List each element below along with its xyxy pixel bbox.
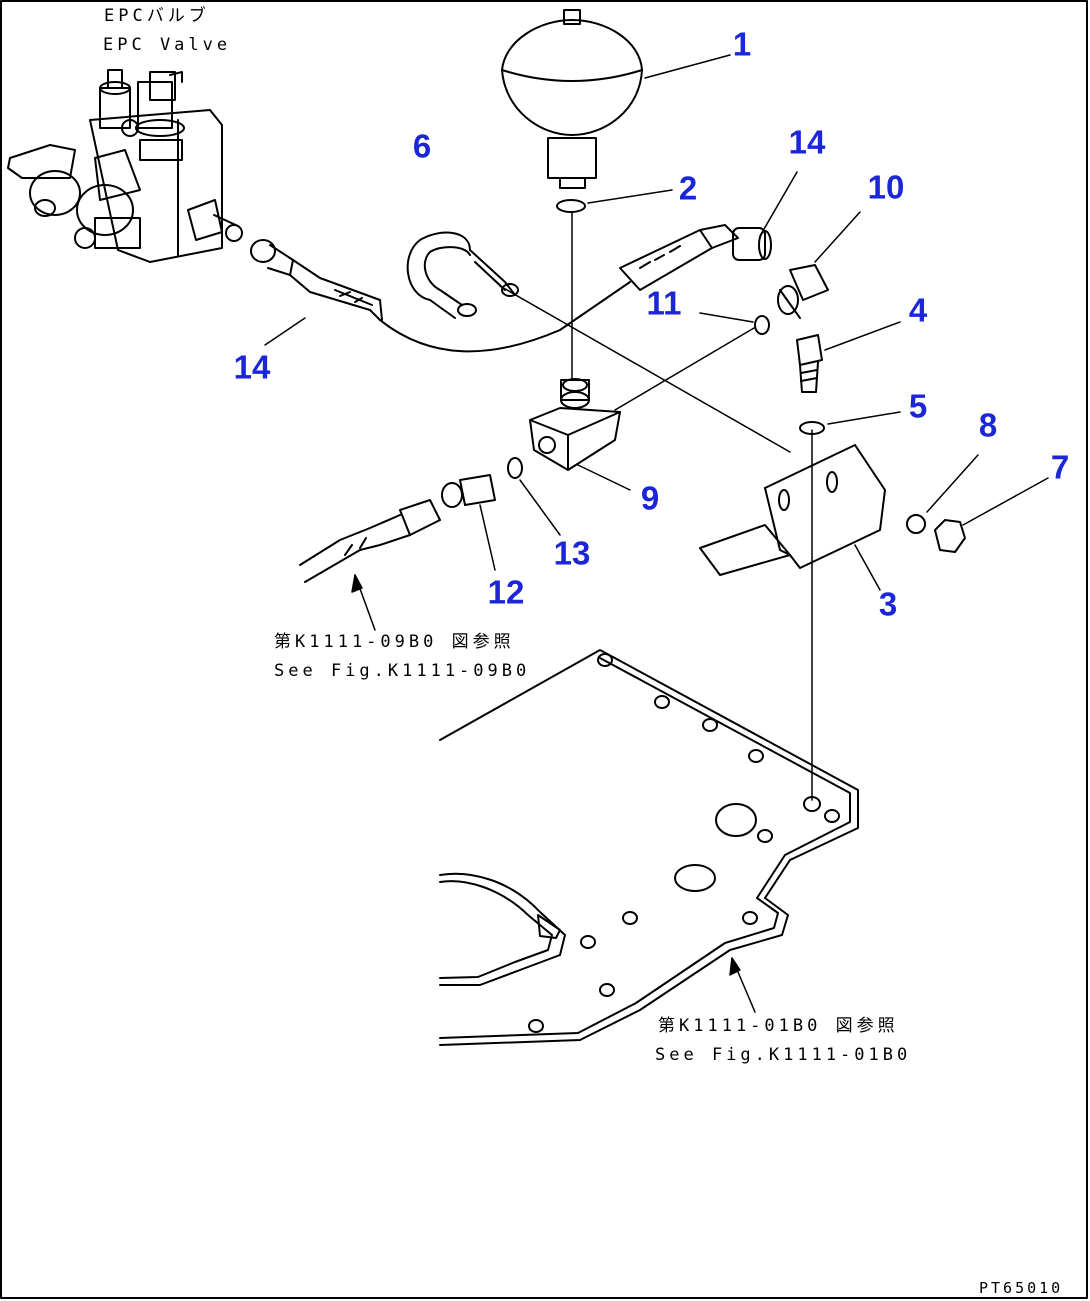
callout-10: 10 [867,168,905,206]
reference-arrows [351,574,756,1013]
callout-9: 9 [640,479,660,517]
reference-label-09b0-jp: 第K1111-09B0 図参照 [274,632,515,652]
block-9 [529,378,621,471]
nut-7 [934,519,966,553]
callout-5: 5 [908,387,928,425]
elbow-10 [777,264,829,319]
epc-valve [7,69,243,263]
callout-11: 11 [646,284,682,322]
callout-3: 3 [878,585,898,623]
callout-2: 2 [678,169,698,207]
bolt-4 [796,334,823,393]
epc-valve-label-jp: EPCバルブ [104,6,210,26]
hose-lower [299,499,441,583]
callout-4: 4 [908,291,928,329]
reference-label-01b0-en: See Fig.K1111-01B0 [655,1045,912,1065]
reference-label-09b0-en: See Fig.K1111-09B0 [274,661,531,681]
oring-13 [507,457,523,479]
callout-1: 1 [732,25,752,63]
reference-label-01b0-jp: 第K1111-01B0 図参照 [658,1016,899,1036]
callout-14-upper: 14 [788,123,826,161]
drawing-number: PT65010 [979,1279,1064,1297]
oring-11 [754,315,770,335]
mounting-plate [439,649,859,1046]
washer-8 [906,514,926,534]
tube-6 [406,231,519,319]
epc-valve-label-en: EPC Valve [103,35,232,55]
hose-assembly [250,224,772,353]
adapter-12 [441,474,496,508]
callout-13: 13 [553,534,591,572]
callout-8: 8 [978,406,998,444]
oring-2 [556,199,586,213]
callout-12: 12 [487,573,525,611]
callout-14-lower: 14 [233,348,271,386]
bracket-3 [699,444,886,576]
callout-7: 7 [1050,448,1070,486]
accumulator [501,9,643,189]
leader-lines [264,54,1049,801]
callout-6: 6 [412,127,432,165]
